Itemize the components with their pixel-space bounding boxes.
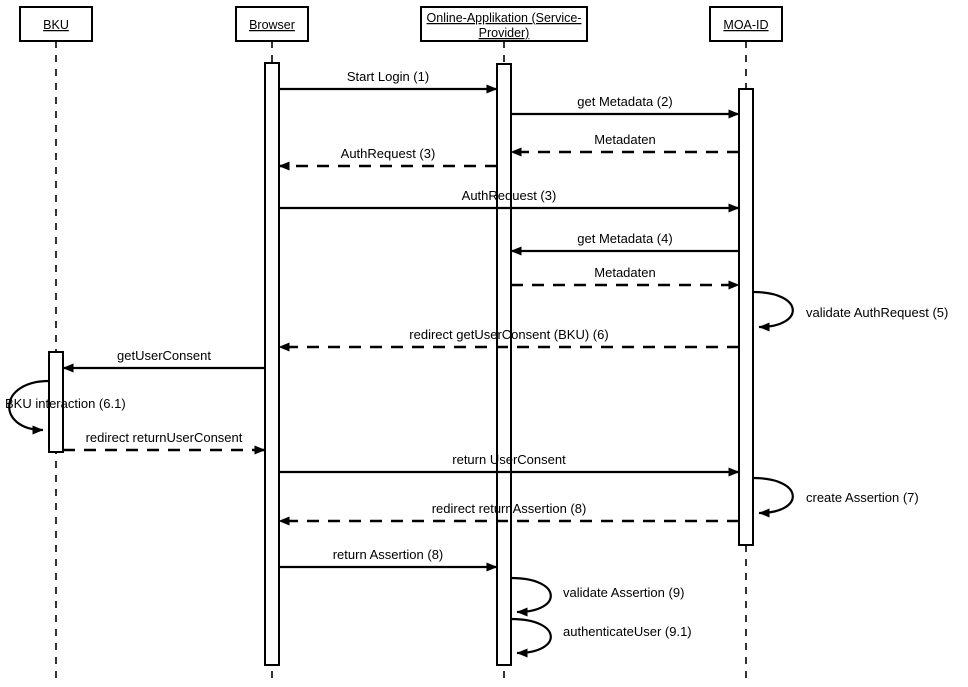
lifeline-label-browser: Browser <box>249 18 295 32</box>
self-message-label-15: create Assertion (7) <box>806 490 919 505</box>
activation-bars <box>48 62 754 666</box>
message-label-11: return UserConsent <box>452 452 566 467</box>
self-message-loop-17[interactable] <box>510 617 552 658</box>
message-label-1: Start Login (1) <box>347 69 429 84</box>
lifeline-head-bku[interactable] <box>19 6 93 42</box>
message-label-6: get Metadata (4) <box>577 231 672 246</box>
message-label-4: AuthRequest (3) <box>341 146 436 161</box>
message-arrows <box>62 84 740 572</box>
self-message-loop-14[interactable] <box>752 290 794 332</box>
message-label-2: get Metadata (2) <box>577 94 672 109</box>
self-message-label-14: validate AuthRequest (5) <box>806 305 948 320</box>
bku-interaction-label: BKU interaction (6.1) <box>5 396 126 411</box>
message-labels: Start Login (1) get Metadata (2) Metadaten… <box>5 69 948 639</box>
message-label-8: redirect getUserConsent (BKU) (6) <box>409 327 608 342</box>
lifeline-label-oa-line2: Provider) <box>479 26 530 40</box>
activation-bar-browser[interactable] <box>264 62 280 666</box>
message-label-10: redirect returnUserConsent <box>86 430 243 445</box>
lifeline-head-moaid[interactable] <box>709 6 783 42</box>
lifeline-label-oa: Online-Applikation (Service- <box>427 11 582 25</box>
lifeline-head-boxes: BKU Browser Online-Applikation (Service-Pr… <box>19 6 783 42</box>
lifeline-label-bku: BKU <box>43 18 69 32</box>
self-message-loop-15[interactable] <box>752 476 794 518</box>
activation-bar-oa[interactable] <box>496 63 512 666</box>
self-message-label-17: authenticateUser (9.1) <box>563 624 692 639</box>
message-label-12: redirect returnAssertion (8) <box>432 501 587 516</box>
message-label-13: return Assertion (8) <box>333 547 444 562</box>
self-message-loops <box>8 290 794 658</box>
self-message-label-16: validate Assertion (9) <box>563 585 684 600</box>
bku-interaction-loop[interactable] <box>8 379 50 435</box>
activation-bar-bku[interactable] <box>48 351 64 453</box>
self-message-loop-16[interactable] <box>510 576 552 617</box>
activation-bar-moaid[interactable] <box>738 88 754 546</box>
message-label-3: Metadaten <box>594 132 655 147</box>
message-label-5: AuthRequest (3) <box>462 188 557 203</box>
message-label-9: getUserConsent <box>117 348 211 363</box>
lifeline-head-oa[interactable] <box>420 6 588 42</box>
message-label-7: Metadaten <box>594 265 655 280</box>
lifeline-head-browser[interactable] <box>235 6 309 42</box>
lifeline-label-moaid: MOA-ID <box>723 18 768 32</box>
